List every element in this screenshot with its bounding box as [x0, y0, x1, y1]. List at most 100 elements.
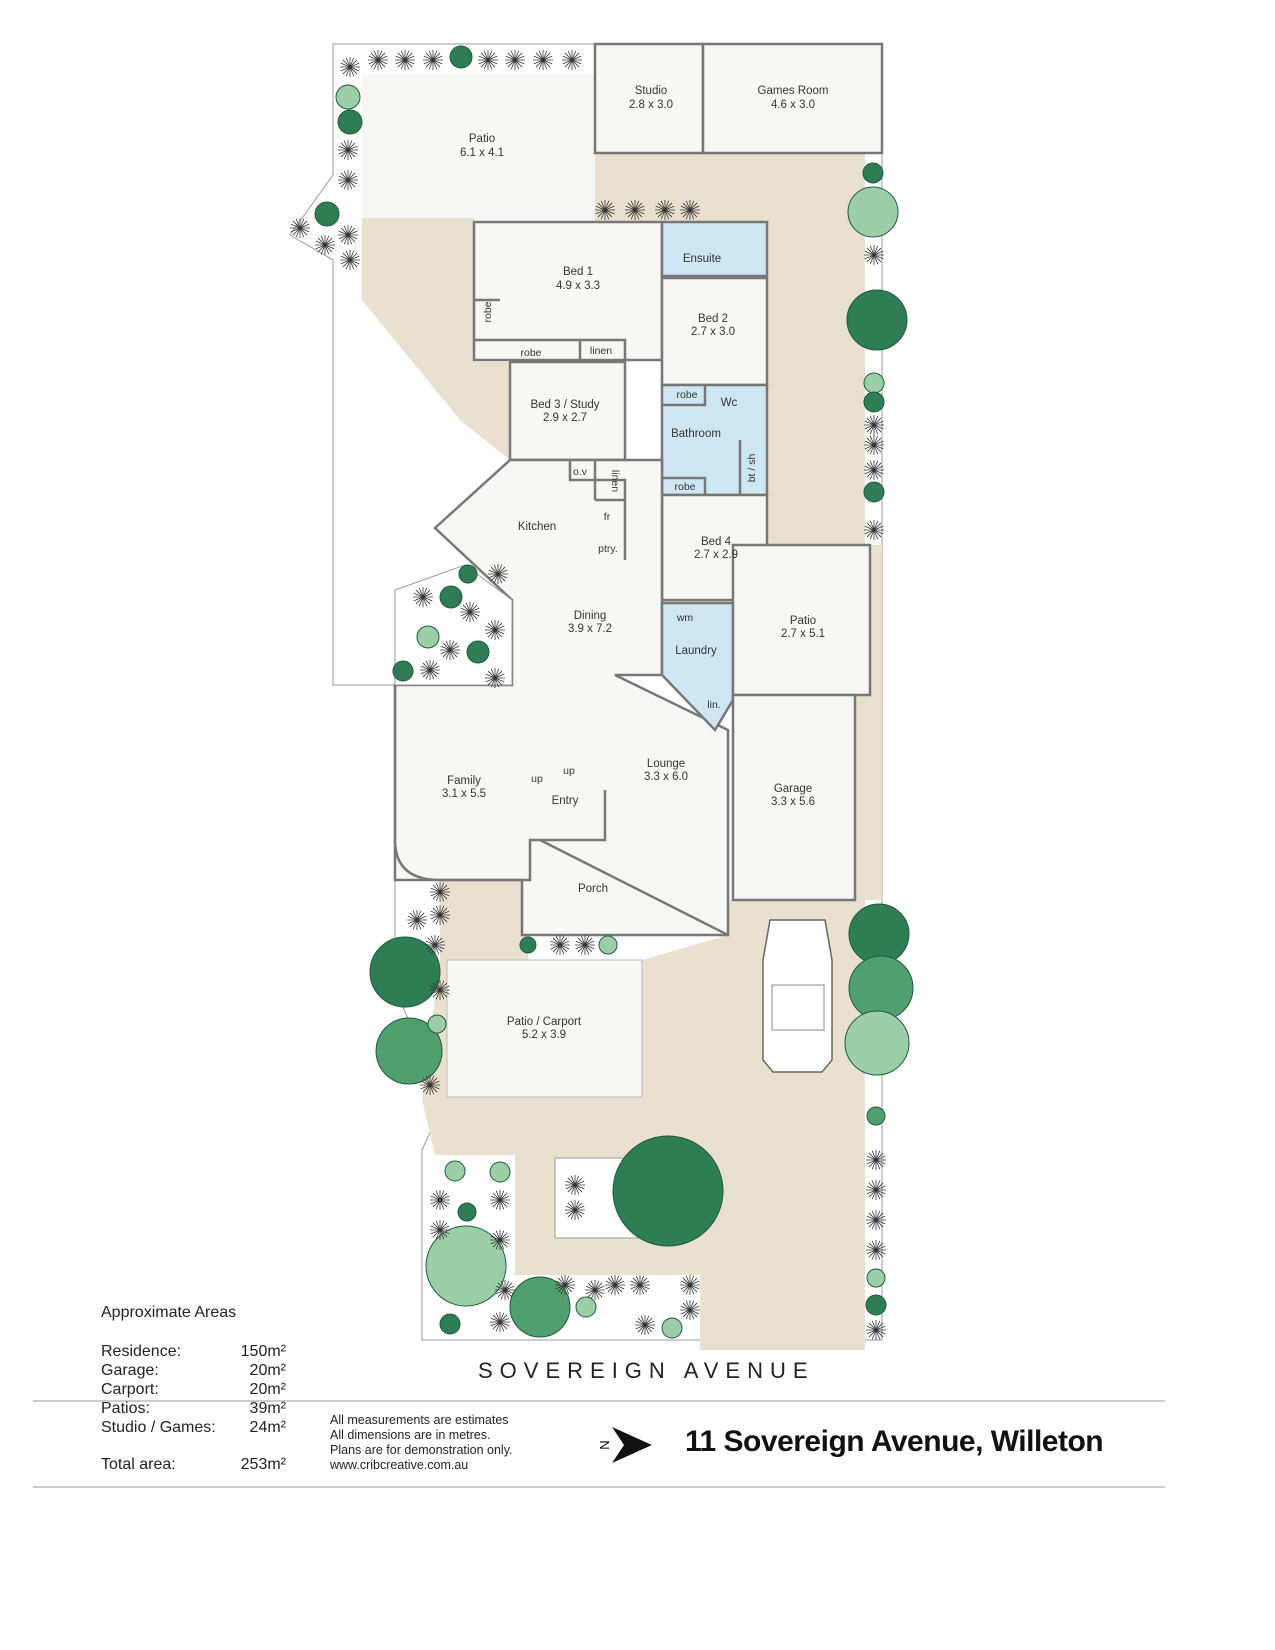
car — [762, 919, 833, 1073]
shrub-icon — [866, 1215, 886, 1225]
tree-icon — [314, 201, 340, 227]
shrub-icon — [425, 940, 445, 950]
tree-icon — [509, 1276, 571, 1338]
room-size: 2.8 x 3.0 — [629, 99, 673, 111]
fixture-label: robe — [520, 347, 541, 359]
shrub-icon — [550, 940, 570, 950]
studio — [593, 42, 705, 155]
room-size: 3.9 x 7.2 — [568, 623, 612, 635]
tree-icon — [575, 1296, 597, 1318]
area-value: 150m² — [240, 1343, 286, 1360]
shrub-icon — [680, 1280, 700, 1290]
fixture-label: linen — [609, 470, 621, 492]
bed-3 — [508, 360, 627, 462]
shrub-icon — [430, 1195, 450, 1205]
shrub-icon — [866, 1155, 886, 1165]
shrub-icon — [864, 525, 884, 535]
divider — [33, 1486, 1165, 1488]
patio-main — [362, 75, 595, 218]
fixture-label: robe — [482, 301, 494, 322]
shrub-icon — [595, 205, 615, 215]
room-label: Studio — [635, 85, 668, 97]
shrub-icon — [864, 465, 884, 475]
room-label: Bed 1 — [563, 266, 593, 278]
room-label: Patio / Carport — [507, 1016, 582, 1028]
shrub-icon — [338, 175, 358, 185]
laundry — [660, 601, 735, 733]
games-room — [701, 42, 884, 155]
bed-2 — [660, 276, 769, 387]
tree-icon — [844, 1010, 910, 1076]
shrub-icon — [680, 205, 700, 215]
tree-icon — [416, 625, 440, 649]
shrub-icon — [340, 255, 360, 265]
room-label: Bed 3 / Study — [530, 399, 599, 411]
room-label: Bathroom — [671, 428, 721, 440]
approximate-areas: Approximate Areas Residence: 150m² Garage… — [101, 1304, 286, 1474]
tree-icon — [846, 289, 908, 351]
shrub-icon — [625, 205, 645, 215]
shrub-icon — [864, 250, 884, 260]
tree-icon — [863, 372, 885, 394]
ensuite — [660, 220, 769, 278]
garage — [731, 693, 857, 902]
fixture-label: o.v — [573, 466, 588, 478]
area-row: Patios:39m² — [101, 1399, 286, 1418]
tree-icon — [457, 1202, 477, 1222]
shrub-icon — [866, 1185, 886, 1195]
shrub-icon — [562, 55, 582, 65]
tree-icon — [392, 660, 414, 682]
area-label: Carport: — [101, 1381, 159, 1398]
shrub-icon — [630, 1280, 650, 1290]
fixture-label: linen — [590, 345, 612, 357]
tree-icon — [427, 1014, 447, 1034]
area-row: Studio / Games:24m² — [101, 1418, 286, 1437]
shrub-icon — [485, 625, 505, 635]
tree-icon — [661, 1317, 683, 1339]
tree-icon — [444, 1160, 466, 1182]
shrub-icon — [413, 592, 433, 602]
tree-icon — [847, 186, 899, 238]
area-label: Patios: — [101, 1400, 150, 1417]
fixture-label: robe — [674, 481, 695, 493]
tree-icon — [449, 45, 473, 69]
stair-label: up — [563, 765, 575, 777]
shrub-icon — [368, 55, 388, 65]
fixture-label: fr — [604, 511, 611, 523]
tree-icon — [848, 955, 914, 1021]
area-row: Carport:20m² — [101, 1380, 286, 1399]
room-label: Wc — [721, 397, 738, 409]
room-size: 4.9 x 3.3 — [556, 280, 600, 292]
shrub-icon — [478, 55, 498, 65]
room-label: Patio — [469, 133, 495, 145]
note-line: All dimensions are in metres. — [330, 1428, 491, 1442]
shrub-icon — [495, 1285, 515, 1295]
shrub-icon — [338, 145, 358, 155]
room-size: 3.3 x 6.0 — [644, 771, 688, 783]
property-address: 11 Sovereign Avenue, Willeton — [685, 1425, 1104, 1458]
room-size: 6.1 x 4.1 — [460, 147, 504, 159]
stair-label: up — [531, 773, 543, 785]
trees — [290, 45, 914, 1340]
areas-title: Approximate Areas — [101, 1304, 237, 1321]
room-size: 2.7 x 2.9 — [694, 549, 738, 561]
room-label: Dining — [574, 610, 607, 622]
disclaimer-notes: All measurements are estimates All dimen… — [330, 1413, 513, 1473]
north-arrow-icon: N — [597, 1427, 652, 1463]
room-label: Ensuite — [683, 253, 721, 265]
area-value: 24m² — [249, 1419, 286, 1436]
room-size: 3.1 x 5.5 — [442, 788, 486, 800]
tree-icon — [458, 564, 478, 584]
area-row: Garage:20m² — [101, 1361, 286, 1380]
shrub-icon — [485, 673, 505, 683]
shrub-icon — [565, 1180, 585, 1190]
area-label: Residence: — [101, 1343, 182, 1360]
fixture-label: ptry. — [598, 543, 618, 555]
tree-icon — [369, 936, 441, 1008]
shrub-icon — [575, 940, 595, 950]
fixture-label: lin. — [707, 699, 720, 711]
shrub-icon — [655, 205, 675, 215]
tree-icon — [337, 109, 363, 135]
car-roof — [771, 984, 825, 1031]
